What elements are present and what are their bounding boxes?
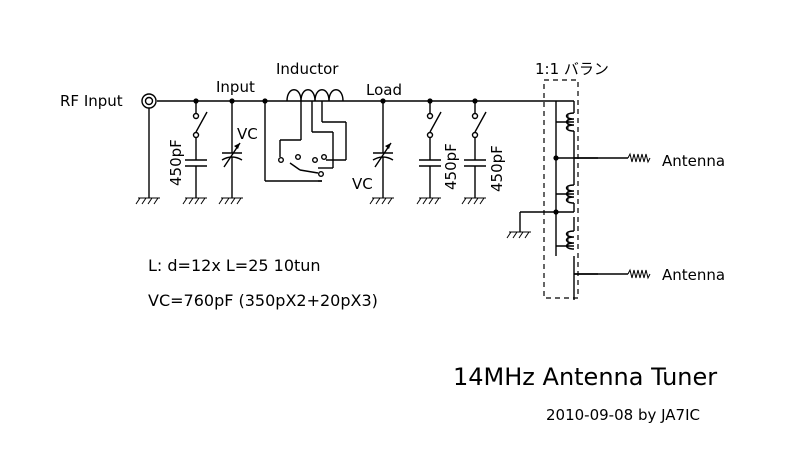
cap-load-fixed-2-label: 450pF <box>488 145 506 192</box>
balun <box>506 79 598 300</box>
diagram-title: 14MHz Antenna Tuner <box>453 363 717 391</box>
inductor-label: Inductor <box>276 60 339 78</box>
load-switched-capacitor-1 <box>416 98 442 205</box>
antenna-bottom-label: Antenna <box>662 266 725 284</box>
antenna-bottom-line <box>574 268 651 280</box>
input-label: Input <box>216 78 255 96</box>
vc-load-label: VC <box>352 175 373 193</box>
input-switched-capacitor <box>182 98 208 205</box>
balun-label: 1:1 バラン <box>535 60 609 78</box>
credit-line: 2010-09-08 by JA7IC <box>546 406 700 424</box>
load-variable-capacitor <box>369 98 395 205</box>
inductor-with-tap-switch <box>262 89 347 182</box>
load-label: Load <box>366 81 402 99</box>
cap-input-fixed-label: 450pF <box>167 139 185 186</box>
antenna-top-line <box>574 152 651 164</box>
cap-load-fixed-1-label: 450pF <box>442 143 460 190</box>
vc-input-label: VC <box>237 125 258 143</box>
load-switched-capacitor-2 <box>461 98 487 205</box>
rf-input-label: RF Input <box>60 92 123 110</box>
input-variable-capacitor <box>218 98 244 205</box>
antenna-top-label: Antenna <box>662 152 725 170</box>
vc-spec-note: VC=760pF (350pX2+20pX3) <box>148 291 378 310</box>
rf-input-connector <box>135 93 161 205</box>
inductor-spec-note: L: d=12x L=25 10tun <box>148 256 321 275</box>
